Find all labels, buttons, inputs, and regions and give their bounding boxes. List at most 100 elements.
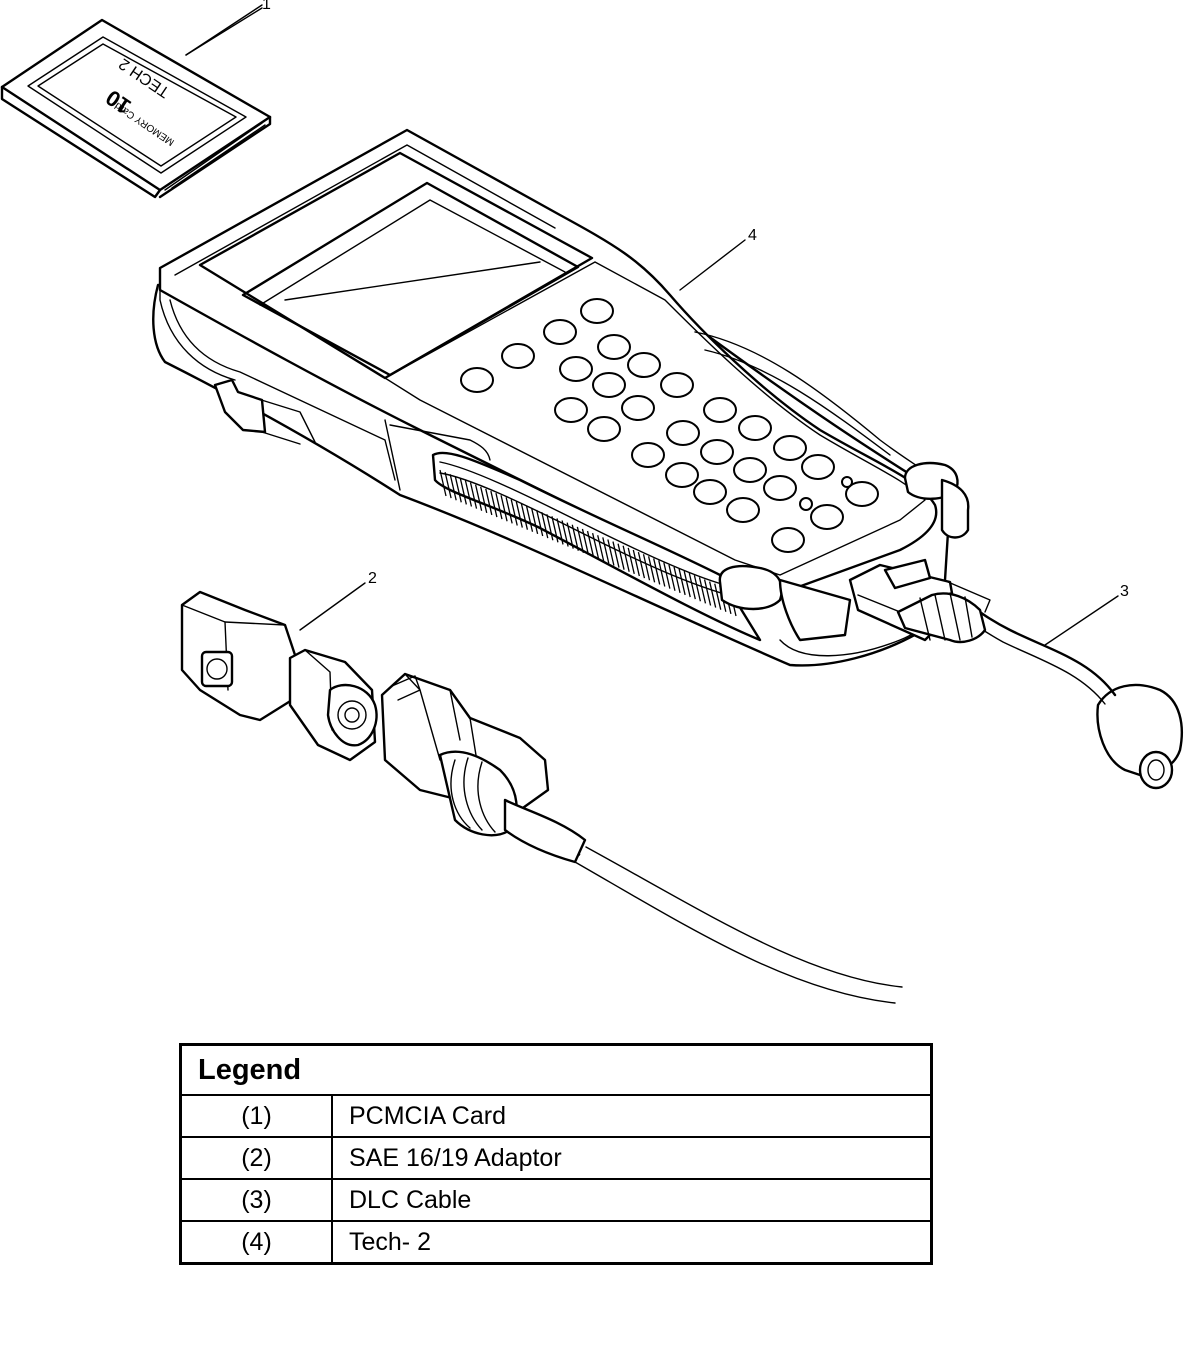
strap-ridge <box>642 554 651 581</box>
legend-desc: PCMCIA Card <box>331 1094 933 1138</box>
strap-ridge <box>714 583 722 610</box>
keypad-key <box>845 481 879 507</box>
keypad-key <box>763 475 797 501</box>
legend-desc: Tech- 2 <box>331 1220 933 1265</box>
strap-ridge <box>469 482 478 509</box>
legend-num: (2) <box>179 1136 333 1180</box>
legend-title: Legend <box>179 1043 933 1096</box>
keypad-key <box>700 439 734 465</box>
strap-ridge <box>668 564 676 591</box>
keypad <box>460 298 879 553</box>
pcmcia-card-drawing: TECH 2 MEMORY Card 10 <box>0 7 272 199</box>
strap-ridge <box>647 556 656 583</box>
strap-ridge <box>627 547 635 575</box>
strap-ridge <box>530 507 539 535</box>
strap-ridges <box>439 469 737 617</box>
strap-ridge <box>525 505 534 532</box>
strap-ridge <box>653 558 661 585</box>
keypad-key <box>660 372 694 398</box>
callout-1: 1 <box>262 0 271 13</box>
keypad-key <box>733 457 767 483</box>
legend-num: (3) <box>179 1178 333 1222</box>
keypad-key <box>801 454 835 480</box>
strap-ridge <box>485 488 493 516</box>
keypad-key <box>693 479 727 505</box>
callout-2: 2 <box>368 570 377 587</box>
strap-ridge <box>551 516 559 543</box>
callouts: 1 4 2 3 <box>185 0 1129 646</box>
keypad-key <box>631 442 665 468</box>
keypad-key <box>703 397 737 423</box>
strap-ridge <box>566 522 574 549</box>
strap-ridge <box>474 484 483 511</box>
strap-ridge <box>622 545 630 572</box>
strap-ridge <box>464 480 473 507</box>
indicator-dot <box>841 476 853 488</box>
strap-ridge <box>541 511 549 539</box>
strap-ridge <box>693 575 702 602</box>
strap-ridge <box>561 520 569 547</box>
strap-ridge <box>607 539 615 566</box>
strap-ridge <box>520 503 529 530</box>
strap-ridge <box>454 476 462 503</box>
strap-ridge <box>612 541 620 568</box>
legend-row: (4) Tech- 2 <box>179 1220 933 1265</box>
keypad-key <box>460 367 494 393</box>
keypad-key <box>597 334 631 360</box>
strap-ridge <box>658 560 666 587</box>
strap-ridge <box>698 577 707 604</box>
keypad-key <box>580 298 614 324</box>
sae-adaptor-drawing <box>180 590 378 762</box>
legend-num: (1) <box>179 1094 333 1138</box>
dlc-cable-drawing <box>380 558 1183 1004</box>
strap-ridge <box>703 579 712 606</box>
keypad-key <box>773 435 807 461</box>
strap-ridge <box>617 543 625 570</box>
strap-ridge <box>459 478 467 505</box>
strap-ridge <box>673 566 681 593</box>
keypad-key <box>621 395 655 421</box>
strap-ridge <box>444 471 452 499</box>
strap-ridge <box>586 530 595 558</box>
strap-ridge <box>515 501 523 528</box>
strap-ridge <box>500 495 508 522</box>
keypad-key <box>738 415 772 441</box>
keypad-key <box>627 352 661 378</box>
strap-ridge <box>602 537 610 564</box>
strap-ridge <box>581 528 590 556</box>
legend-desc: SAE 16/19 Adaptor <box>331 1136 933 1180</box>
tech2-kit-illustration: TECH 2 MEMORY Card 10 <box>0 0 1183 1004</box>
strap-ridge <box>546 514 554 541</box>
legend-num: (4) <box>179 1220 333 1265</box>
strap-ridge <box>536 509 544 537</box>
keypad-key <box>726 497 760 523</box>
strap-ridge <box>709 581 717 608</box>
callout-3: 3 <box>1120 583 1129 600</box>
strap-ridge <box>505 497 513 524</box>
legend-row: (3) DLC Cable <box>179 1178 933 1222</box>
legend-table: Legend (1) PCMCIA Card (2) SAE 16/19 Ada… <box>179 1043 933 1265</box>
strap-ridge <box>576 526 585 553</box>
strap-ridge <box>688 573 696 600</box>
keypad-key <box>665 462 699 488</box>
legend-row: (1) PCMCIA Card <box>179 1094 933 1138</box>
strap-ridge <box>632 549 640 577</box>
strap-ridge <box>597 535 605 562</box>
strap-ridge <box>490 490 498 518</box>
keypad-key <box>587 416 621 442</box>
strap-ridge <box>637 551 646 579</box>
tech2-handheld-drawing <box>152 128 970 667</box>
keypad-key <box>666 420 700 446</box>
keypad-key <box>559 356 593 382</box>
strap-ridge <box>678 568 686 596</box>
keypad-key <box>592 372 626 398</box>
indicator-dot <box>799 497 813 511</box>
keypad-key <box>543 319 577 345</box>
strap-ridge <box>480 486 488 513</box>
strap-ridge <box>591 533 600 560</box>
strap-ridge <box>663 562 671 589</box>
strap-ridge <box>571 524 579 551</box>
strap-ridge <box>510 499 518 526</box>
keypad-key <box>810 504 844 530</box>
keypad-key <box>554 397 588 423</box>
